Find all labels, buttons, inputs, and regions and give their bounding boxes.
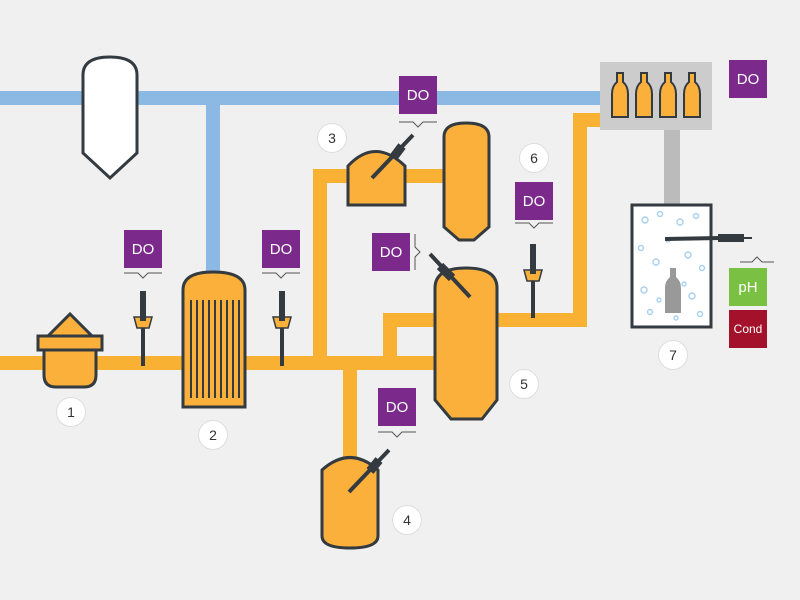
step-number-6: 6 <box>519 143 549 173</box>
step-number-2: 2 <box>198 420 228 450</box>
bottle-icon <box>635 72 653 118</box>
step-number-3: 3 <box>317 123 347 153</box>
bottle-icon <box>611 72 629 118</box>
bottle-icon <box>683 72 701 118</box>
do-sensor-probe-icon-4 <box>347 448 391 494</box>
do-badge-6: DO <box>515 182 553 220</box>
do-sensor-probe-icon-2 <box>272 291 292 366</box>
bottle-icon <box>659 72 677 118</box>
step-number-4: 4 <box>392 505 422 535</box>
water-tank-icon <box>81 55 139 181</box>
vessel-4-icon <box>320 456 380 550</box>
do-sensor-probe-icon-5 <box>428 252 472 299</box>
do-badge-bottling: DO <box>729 60 767 98</box>
pipe-to-vessel-5 <box>383 313 440 363</box>
cond-badge: Cond <box>729 310 767 348</box>
process-pipes <box>0 113 605 475</box>
bath-tank <box>630 203 713 329</box>
pipe-to-bottling <box>495 113 605 327</box>
step-number-1: 1 <box>56 397 86 427</box>
do-sensor-probe-icon-3 <box>370 133 415 180</box>
step-number-5: 5 <box>509 369 539 399</box>
bottle-icon <box>665 268 681 313</box>
do-badge-3: DO <box>399 76 437 114</box>
vessel-3-icon <box>346 150 407 207</box>
vessel-5-icon <box>433 266 499 421</box>
do-badge-1: DO <box>124 230 162 268</box>
ph-badge: pH <box>729 268 767 306</box>
do-sensor-probe-icon-1 <box>133 291 153 366</box>
do-badge-5: DO <box>372 233 410 271</box>
storage-tank-icon <box>442 121 491 242</box>
vessel-1-icon <box>36 311 104 389</box>
do-sensor-probe-icon-6 <box>523 244 543 318</box>
bath-sensor-probe-icon <box>664 234 752 242</box>
vessel-2-icon <box>181 270 247 409</box>
step-number-7: 7 <box>658 340 688 370</box>
do-badge-4: DO <box>378 388 416 426</box>
bottling-station <box>600 62 712 130</box>
do-badge-2: DO <box>262 230 300 268</box>
badge-connectors <box>124 121 774 438</box>
bottling-connector <box>664 128 680 204</box>
